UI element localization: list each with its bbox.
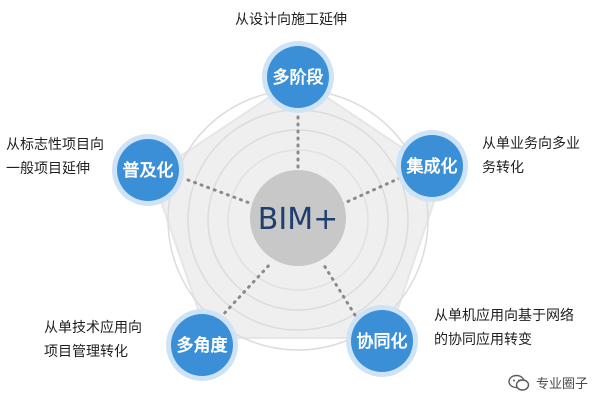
desc-right-line-2: 务转化 <box>482 160 524 176</box>
connectors <box>186 108 402 320</box>
node-top-label: 多阶段 <box>273 67 324 88</box>
wechat-icon <box>508 374 530 391</box>
node-bottom-left: 多角度 <box>166 309 238 381</box>
node-right: 集成化 <box>396 130 468 202</box>
hub-circle <box>250 170 346 266</box>
node-left: 普及化 <box>112 134 184 206</box>
desc-right-line-1: 从单业务向多业 <box>482 136 580 152</box>
watermark-text: 专业圈子 <box>535 377 588 392</box>
node-bottom-left-label: 多角度 <box>177 335 229 356</box>
desc-bottom-left: 从单技术应用向 项目管理转化 <box>44 316 142 364</box>
node-left-circle <box>117 139 179 201</box>
connector-left <box>186 178 257 207</box>
node-top: 多阶段 <box>262 41 334 113</box>
node-bottom-left-circle <box>171 314 233 376</box>
node-right-label: 集成化 <box>406 156 458 177</box>
node-bottom-right: 协同化 <box>346 305 418 377</box>
node-left-label: 普及化 <box>123 160 174 181</box>
node-right-circle <box>401 135 463 197</box>
desc-left-line-2: 一般项目延伸 <box>6 161 90 177</box>
desc-bottom-left-line-2: 项目管理转化 <box>44 344 128 360</box>
desc-top: 从设计向施工延伸 <box>235 8 347 32</box>
connector-right <box>338 176 402 207</box>
node-bottom-right-label: 协同化 <box>357 331 408 352</box>
node-top-circle <box>267 46 329 108</box>
desc-top-line-1: 从设计向施工延伸 <box>235 12 347 28</box>
hub: BIM+ <box>250 170 346 266</box>
desc-bottom-right-line-1: 从单机应用向基于网络 <box>434 308 574 324</box>
node-bottom-right-circle <box>351 310 413 372</box>
desc-left-line-1: 从标志性项目向 <box>6 137 104 153</box>
ring-4 <box>227 149 369 291</box>
watermark: 专业圈子 <box>508 373 588 392</box>
desc-bottom-right: 从单机应用向基于网络 的协同应用转变 <box>434 304 574 352</box>
hub-label: BIM+ <box>258 202 338 237</box>
desc-bottom-right-line-2: 的协同应用转变 <box>434 332 532 348</box>
desc-right: 从单业务向多业 务转化 <box>482 132 580 180</box>
connector-bottom-left <box>218 260 274 320</box>
desc-bottom-left-line-1: 从单技术应用向 <box>44 320 142 336</box>
desc-left: 从标志性项目向 一般项目延伸 <box>6 133 104 181</box>
